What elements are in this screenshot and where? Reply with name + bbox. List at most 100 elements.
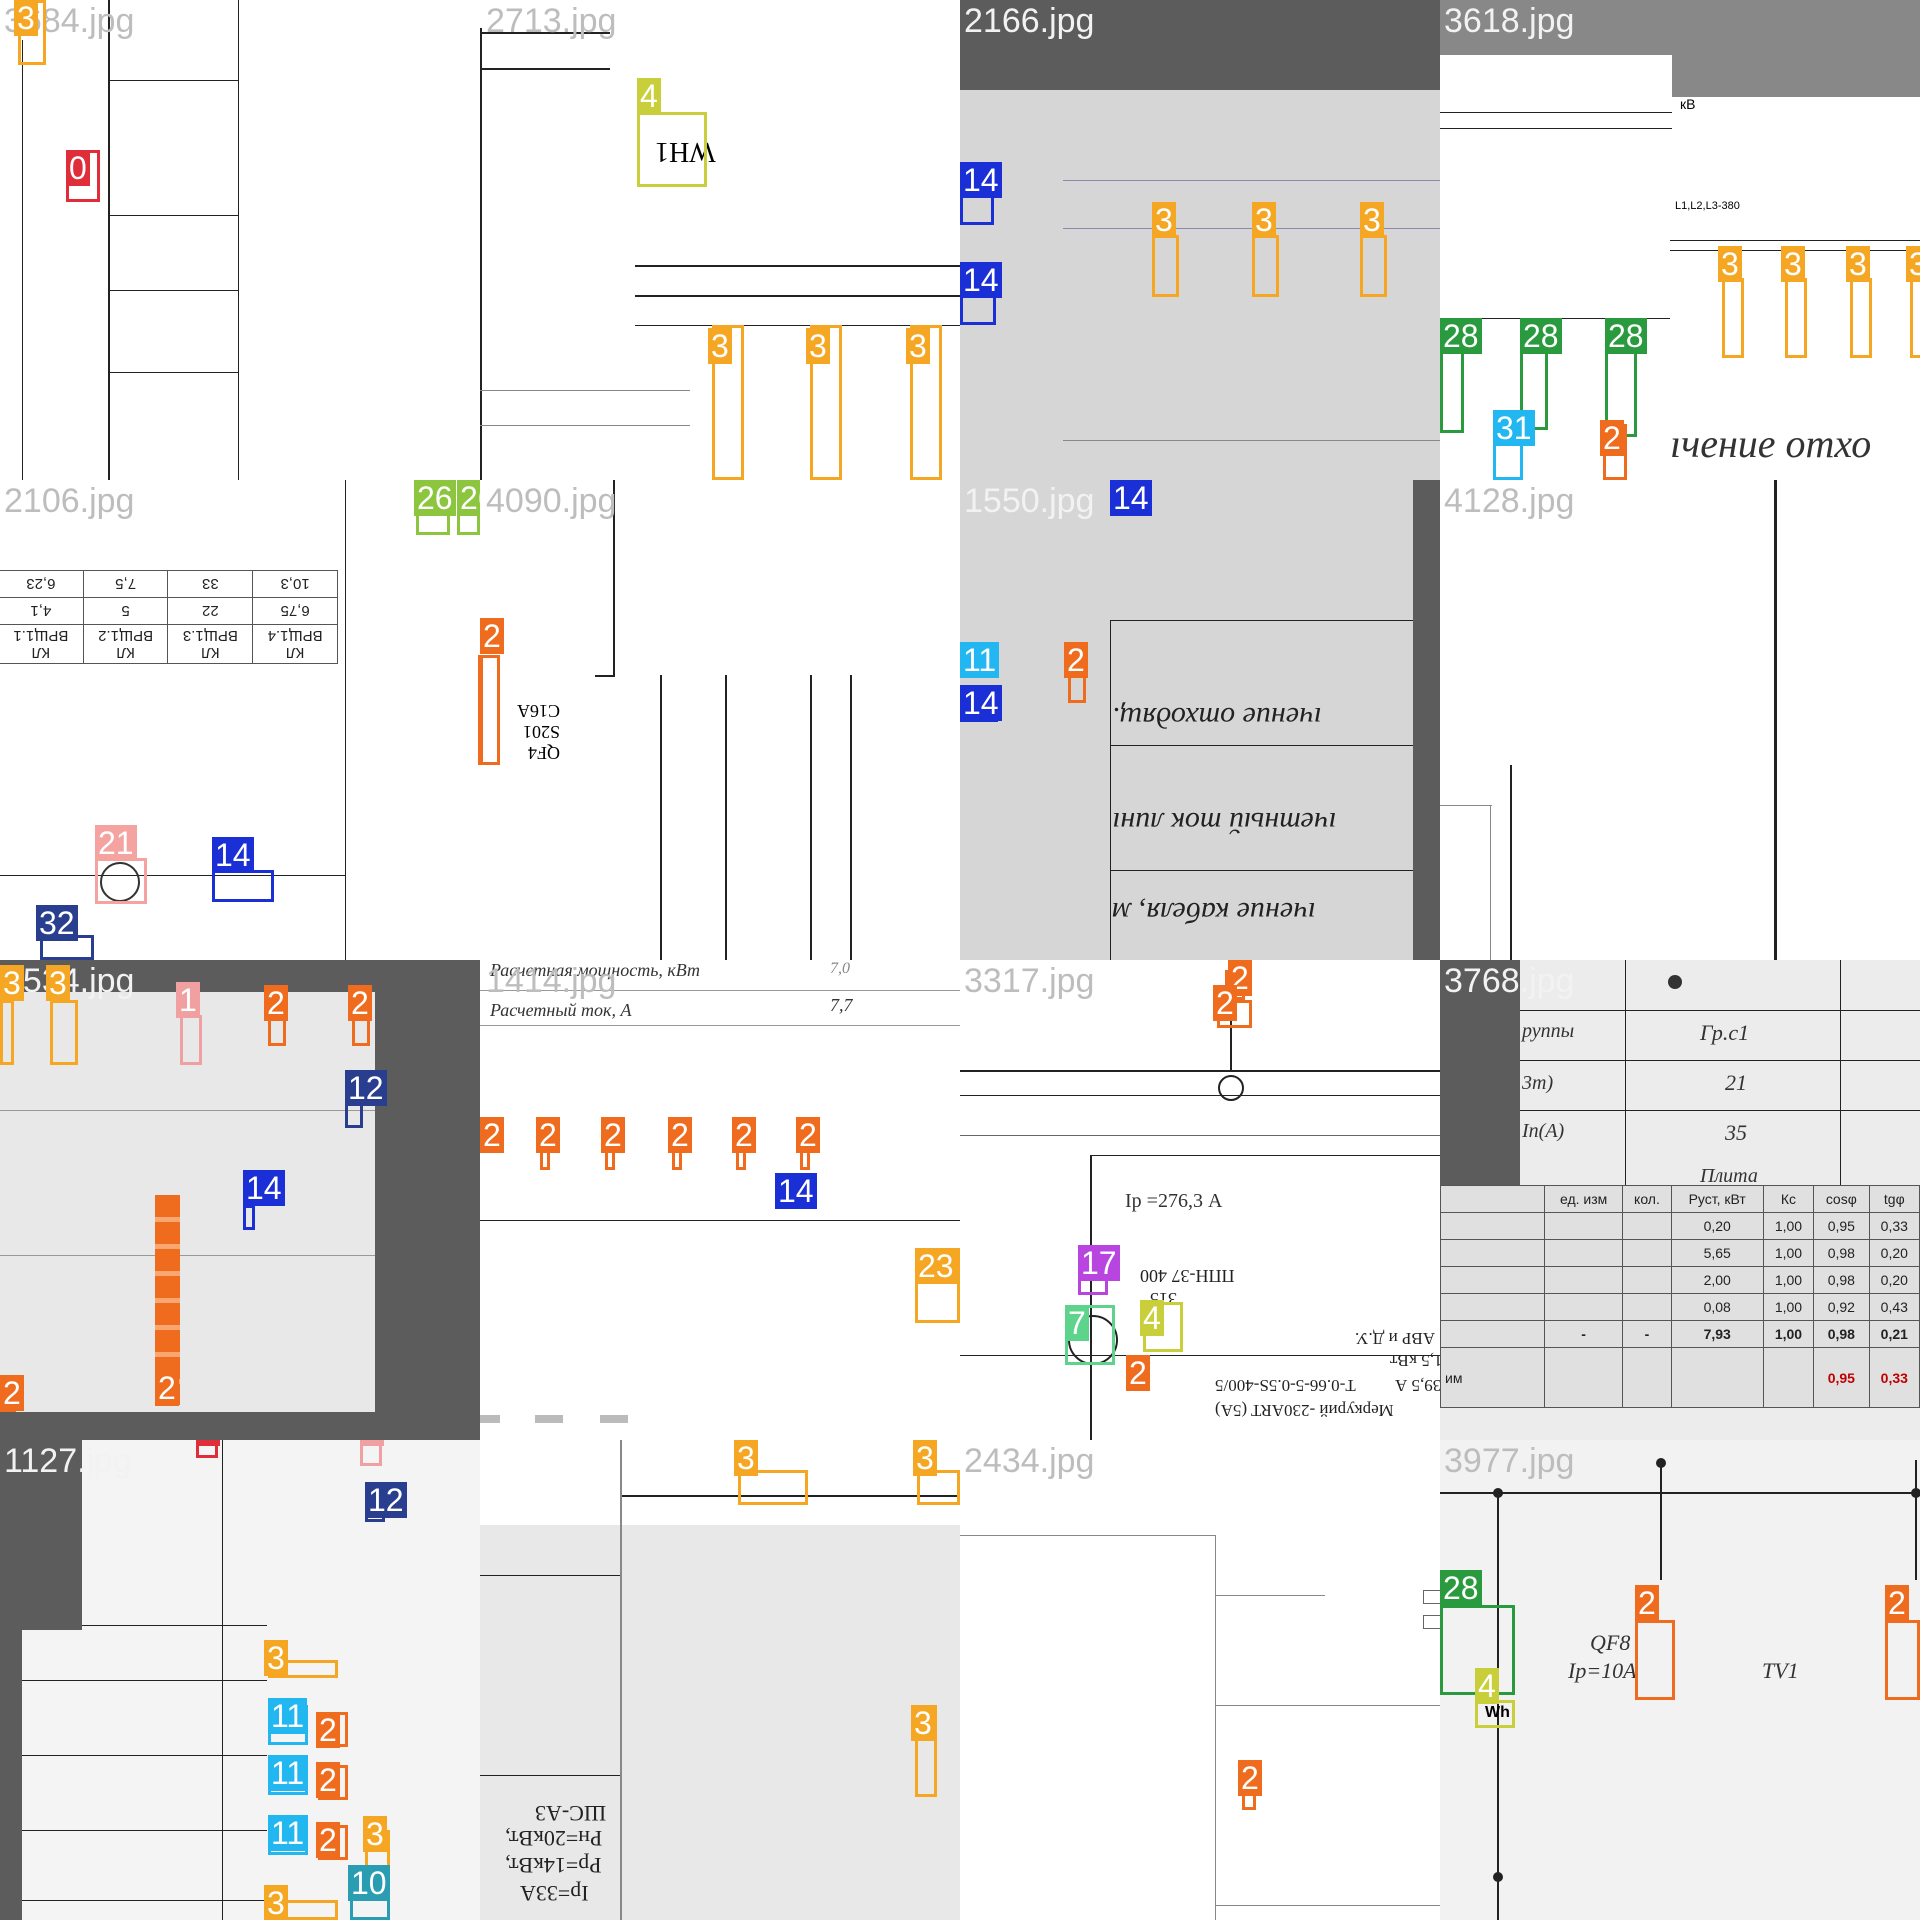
cooker-label: Плита <box>1700 1165 1758 1187</box>
table-header: кол. <box>1622 1185 1672 1213</box>
tile-1550: 1550.jpg ıчение отходящ. ıчетный ток лин… <box>960 480 1440 960</box>
detection-box-14 <box>960 195 994 225</box>
table-cell: КЛ ВРЩ1.4 <box>252 624 338 664</box>
calc-power-label: Расчетная мощность, кВт <box>490 960 701 980</box>
detection-box-3 <box>50 1000 78 1065</box>
detection-label: 14 <box>1110 480 1152 516</box>
table-cell <box>1622 1239 1672 1267</box>
tile-3684: 3684.jpg 3 0 <box>0 0 480 480</box>
table-cell: 1,00 <box>1762 1212 1815 1240</box>
table-cell: КЛ ВРЩ1.1 <box>0 624 84 664</box>
detection-label: 2 <box>796 1117 820 1153</box>
tile-filename: 4128.jpg <box>1444 482 1575 520</box>
table-cell: 33 <box>168 570 253 598</box>
detection-label: 1 <box>360 1440 384 1446</box>
table-cell: - <box>1622 1320 1672 1348</box>
detection-label: 3 <box>264 1885 288 1920</box>
tile-filename: 1127.jpg <box>4 1442 132 1480</box>
calc-power-value: 7,0 <box>830 960 850 977</box>
detection-label: 3 <box>913 1440 937 1476</box>
detection-label: 3 <box>1360 202 1384 238</box>
tile-3317: 3317.jpg Iр =276,3 А ППН-37 400 315 АВР … <box>960 960 1440 1440</box>
power-label: 1,5 кВт <box>1390 1351 1440 1370</box>
detection-box-14 <box>243 1205 255 1230</box>
tile-filename: 2713.jpg <box>486 2 617 40</box>
tile-3977: 3977.jpg QF8 Iр=10А TV1 28 4 Wh 2 2 <box>1440 1440 1920 1920</box>
calc-current-label: Расчетный ток, А <box>490 1000 632 1020</box>
table-cell: КЛ ВРЩ1.3 <box>168 624 253 664</box>
tile-4128: 4128.jpg <box>1440 480 1920 960</box>
wh-label: Wh <box>1485 1704 1510 1721</box>
detection-label: 14 <box>243 1170 285 1206</box>
table-cell <box>1543 1266 1624 1294</box>
detection-label: 14 <box>960 685 1002 721</box>
tt-label: Т-0.66-5-0.5S-400/5 <box>1215 1376 1356 1395</box>
tile-3768: 3768.jpg руппы 3m) In(A) Гр.с1 21 35 Пли… <box>1440 960 1920 1440</box>
table-cell: 6,23 <box>0 570 84 598</box>
detection-label: 2 <box>316 1822 340 1858</box>
tile-2166-left: 4 WH1 3 3 3 <box>480 0 960 480</box>
detection-label: 2 <box>536 1117 560 1153</box>
detection-label: 3 <box>806 328 830 364</box>
detection-label: 3 <box>911 1705 935 1741</box>
kv-label: кВ <box>1680 96 1696 112</box>
detection-box-3 <box>810 325 842 480</box>
detection-label: 2 <box>155 1370 179 1406</box>
detection-label: 28 <box>1605 318 1647 354</box>
table-cell: 0,08 <box>1670 1293 1764 1321</box>
detection-label: 14 <box>960 162 1002 198</box>
detection-label: 2 <box>601 1117 625 1153</box>
tile-1414: 1414.jpg Расчетная мощность, кВт Расчетн… <box>480 960 960 1440</box>
ppn-label: ППН-37 400 <box>1140 1266 1235 1286</box>
table-cell <box>1543 1293 1624 1321</box>
table-cell: 0,95 <box>1813 1347 1870 1408</box>
detection-label: 3 <box>1846 246 1870 282</box>
detection-label: 3 <box>1906 246 1920 282</box>
qf8-label: QF8 <box>1590 1630 1631 1655</box>
table-cell: 0,33 <box>1868 1347 1920 1408</box>
table-cell: 7,93 <box>1670 1320 1764 1348</box>
detection-label: 2 <box>480 618 504 654</box>
detection-label: 2 <box>1885 1585 1909 1621</box>
detection-label: 11 <box>268 1815 308 1851</box>
table-cell: 10,3 <box>252 570 338 598</box>
current-value: 35 <box>1725 1120 1747 1145</box>
detection-box-2 <box>1885 1620 1920 1700</box>
detection-box-4 <box>637 112 707 187</box>
detection-label: 0 <box>196 1440 220 1446</box>
detection-label: 11 <box>268 1698 308 1734</box>
tile-2166: 2166.jpg 3 3 3 14 14 <box>960 0 1440 480</box>
detection-label: 0 <box>66 150 90 186</box>
tile-filename: 3317.jpg <box>964 962 1095 1000</box>
detection-box-2 <box>352 1018 370 1046</box>
table-cell: - <box>1543 1320 1624 1348</box>
detection-box-3 <box>738 1470 808 1505</box>
detection-box-2 <box>268 1018 286 1046</box>
tile-filename: 1550.jpg <box>964 482 1095 520</box>
detection-label: 31 <box>1493 410 1535 446</box>
tile-filename: 3768.jpg <box>1444 962 1575 1000</box>
table-cell: 1,00 <box>1762 1239 1815 1267</box>
calc-power: Рр=14кВт, <box>505 1853 602 1878</box>
detection-label: 3 <box>264 1640 288 1676</box>
table-cell <box>1622 1266 1672 1294</box>
group-label: руппы <box>1522 1020 1575 1042</box>
phase-label: L1,L2,L3-380 <box>1675 200 1740 212</box>
detection-label: 28 <box>1440 318 1482 354</box>
qf4-label: QF4 S201 C16A <box>516 701 560 763</box>
table-cell: 4,1 <box>0 597 84 625</box>
detection-label: 2 <box>732 1117 756 1153</box>
table-cell: 0,98 <box>1813 1266 1870 1294</box>
detection-label: 3 <box>734 1440 758 1476</box>
detection-label: 14 <box>212 837 254 873</box>
table-cell <box>1622 1212 1672 1240</box>
detection-label: 28 <box>1520 318 1562 354</box>
table-cell: 0,20 <box>1868 1266 1920 1294</box>
table-cell: 0,98 <box>1813 1320 1870 1348</box>
detection-label: 2 <box>1064 642 1088 678</box>
amp-label: 39,5 А <box>1395 1376 1440 1395</box>
detection-label: 3 <box>14 0 38 36</box>
detection-label: 3 <box>1781 246 1805 282</box>
detection-label: 2 <box>0 1375 24 1411</box>
